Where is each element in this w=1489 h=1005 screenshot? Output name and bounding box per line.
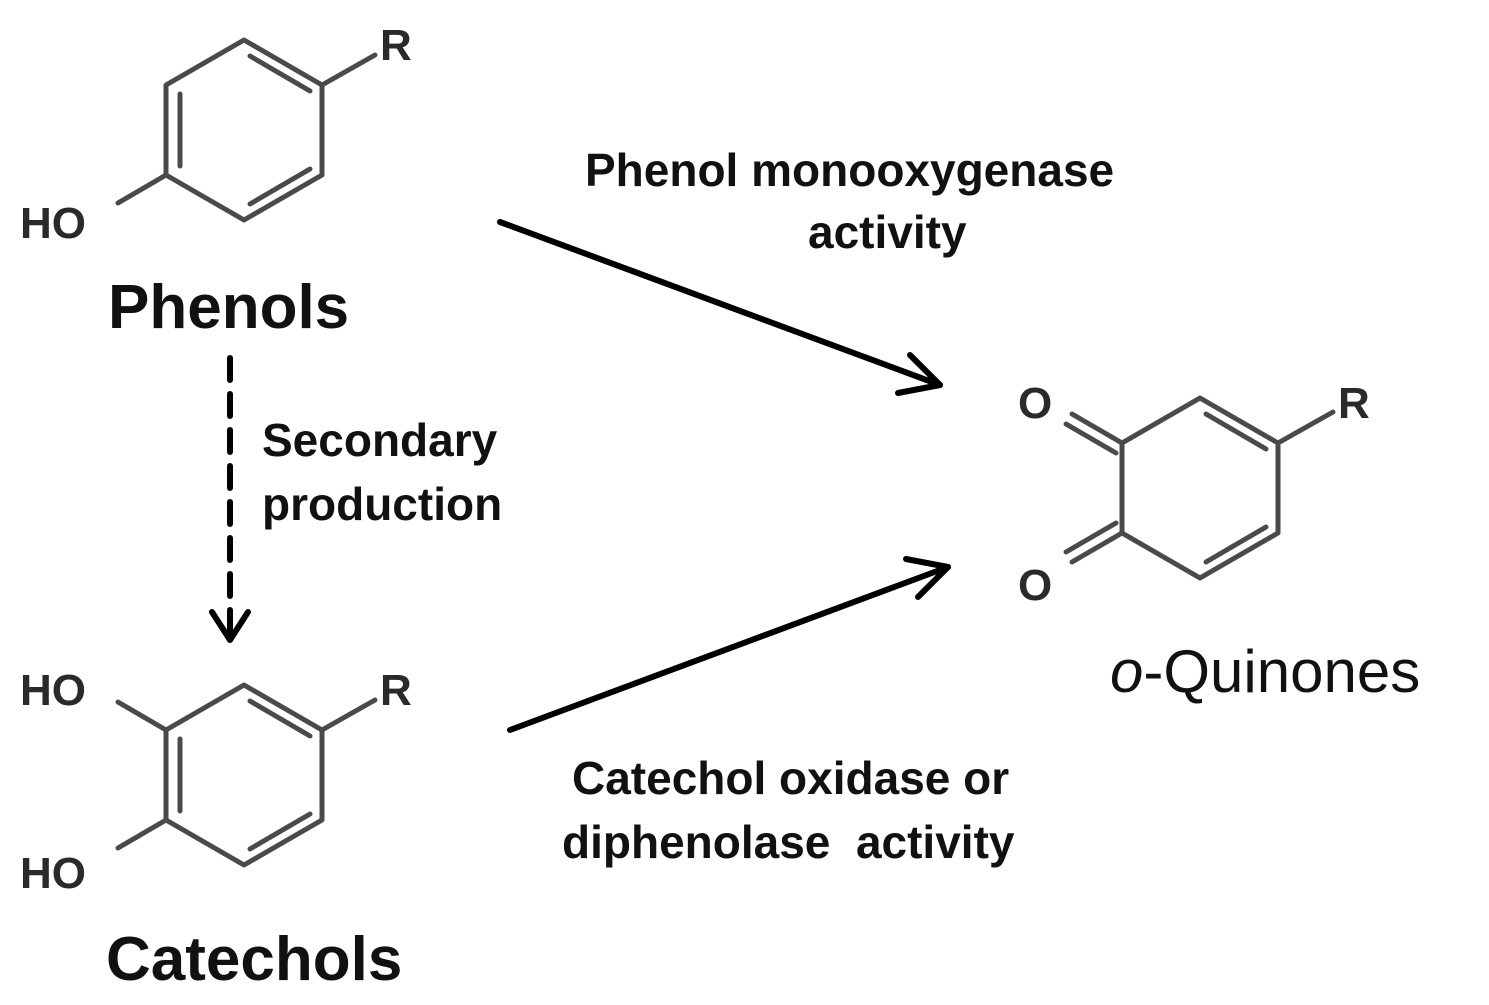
quinones-title-suffix: -Quinones <box>1143 638 1420 705</box>
quinone-carbonyl-bond <box>1063 421 1119 456</box>
quinones-title: o-Quinones <box>1110 638 1420 705</box>
catechol-oxidase-label-line1: Catechol oxidase or <box>572 752 1009 804</box>
catechol-to-quinone-arrow <box>507 556 951 733</box>
quinone-inner-bond <box>1203 411 1269 452</box>
catechol-ho-top-label: HO <box>20 666 86 715</box>
phenol-inner-bond <box>247 166 313 207</box>
monooxygenase-label-line1: Phenol monooxygenase <box>585 144 1114 196</box>
quinone-carbonyl-bond <box>1069 530 1125 565</box>
quinone-r-label: R <box>1338 379 1370 428</box>
quinone-o-bottom-label: O <box>1018 561 1052 610</box>
secondary-production-line1: Secondary <box>262 414 498 466</box>
phenol-to-catechol-dashed-arrow <box>209 355 251 643</box>
quinone-carbonyl-bond <box>1063 520 1119 555</box>
quinones-title-prefix: o <box>1110 638 1143 705</box>
catechol-ho-bottom-label: HO <box>20 849 86 898</box>
quinone-o-top-label: O <box>1018 379 1052 428</box>
catechol-inner-bond <box>247 811 313 852</box>
phenol-structure: R HO <box>20 21 412 248</box>
catechol-oh-bond <box>115 817 169 851</box>
phenol-ho-label: HO <box>20 199 86 248</box>
catechol-structure: R HO HO <box>20 666 412 898</box>
phenol-r-label: R <box>380 21 412 70</box>
catechol-oxidase-label-line2: diphenolase activity <box>562 816 1015 868</box>
phenol-r-bond <box>319 52 378 88</box>
quinone-ring <box>1119 395 1281 581</box>
quinone-inner-bond <box>1203 524 1269 565</box>
catechol-oh-bond <box>115 699 169 733</box>
phenol-ring <box>163 37 325 223</box>
phenols-title: Phenols <box>108 273 349 342</box>
phenol-oh-bond <box>115 172 169 206</box>
monooxygenase-label-line2: activity <box>808 206 967 258</box>
catechol-r-bond <box>319 697 378 733</box>
quinone-carbonyl-bond <box>1069 411 1125 446</box>
quinone-r-bond <box>1275 409 1336 446</box>
catechol-r-label: R <box>380 666 412 715</box>
catechols-title: Catechols <box>106 925 402 994</box>
secondary-production-line2: production <box>262 478 502 530</box>
phenol-to-quinone-arrow <box>497 219 943 396</box>
quinone-structure: R O O <box>1018 379 1370 610</box>
catechol-inner-bond <box>247 698 313 739</box>
phenol-inner-bond <box>247 53 313 94</box>
catechol-ring <box>163 682 325 868</box>
